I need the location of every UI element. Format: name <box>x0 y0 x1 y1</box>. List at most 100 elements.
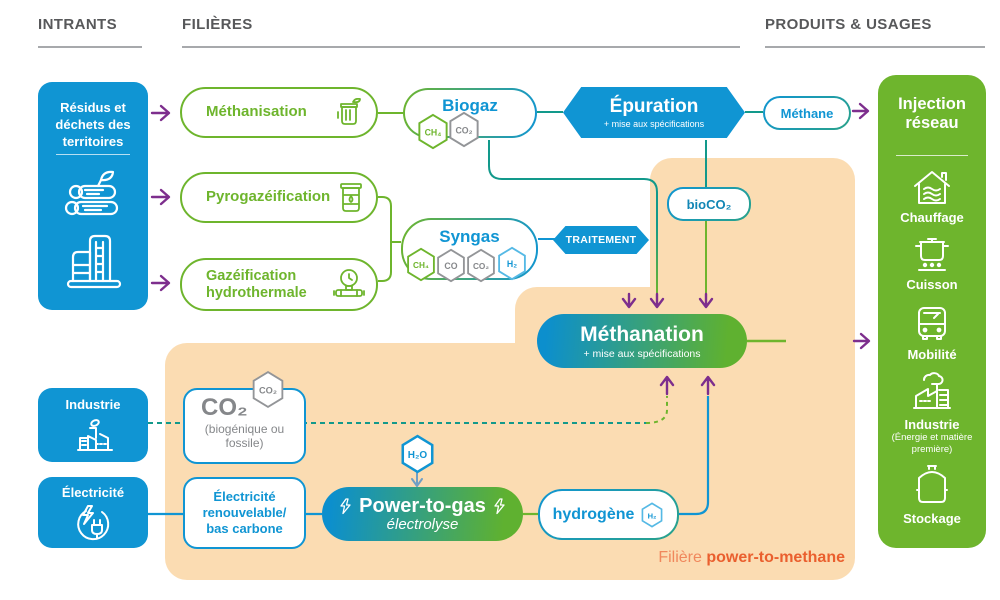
elec-renouvelable-label: Électricité renouvelable/ bas carbone <box>202 488 287 537</box>
usage-mobilite: Mobilité <box>878 304 986 362</box>
lightning-icon <box>494 498 505 515</box>
factory-icon <box>77 419 113 451</box>
industrie-label: Industrie <box>65 397 121 412</box>
industrie-box: Industrie <box>38 388 148 462</box>
svg-text:CH₄: CH₄ <box>413 261 429 270</box>
svg-text:CO₂: CO₂ <box>259 386 277 396</box>
residus-box: Résidus et déchets des territoires <box>38 82 148 310</box>
methanation-label: Méthanation <box>580 322 704 346</box>
usage-industrie-sub: (Énergie et matière première) <box>891 432 973 455</box>
usage-chauffage-label: Chauffage <box>900 210 964 225</box>
methanation-pill: Méthanation + mise aux spécifications <box>537 314 747 368</box>
wood-logs-icon <box>64 170 119 216</box>
pyrogazeification-pill: Pyrogazéification <box>180 172 378 223</box>
usage-stockage: Stockage <box>878 462 986 526</box>
methanation-sub: + mise aux spécifications <box>583 347 701 360</box>
co2-box: CO₂ (biogénique ou fossile) <box>183 388 306 464</box>
power-to-gas-sub: électrolyse <box>386 516 459 533</box>
header-intrants: INTRANTS <box>38 16 118 33</box>
rule-intrants <box>38 46 142 48</box>
power-to-gas-label: Power-to-gas <box>359 495 486 517</box>
svg-text:CO: CO <box>444 261 457 271</box>
header-filieres: FILIÈRES <box>182 16 253 33</box>
storage-tank-icon <box>916 465 948 503</box>
svg-text:H₂O: H₂O <box>408 450 428 461</box>
methane-label: Méthane <box>780 105 834 121</box>
syngas-ch4-hexagon: CH₄ <box>407 247 435 282</box>
elec-renouvelable-box: Électricité renouvelable/ bas carbone <box>183 477 306 549</box>
h2o-hexagon: H₂O <box>401 434 434 474</box>
ch4-hexagon: CH₄ <box>418 113 448 150</box>
cooking-pot-icon <box>915 238 949 271</box>
composter-icon <box>337 98 361 125</box>
svg-text:H₂: H₂ <box>507 259 517 269</box>
injection-divider <box>896 155 968 156</box>
down-arrow-icons <box>621 292 714 309</box>
injection-reseau-title: Injection réseau <box>898 95 966 132</box>
svg-text:CH₄: CH₄ <box>425 127 442 137</box>
line-hydrogene-methanation <box>675 396 710 516</box>
barrel-icon <box>340 183 362 212</box>
factory-cloud-icon <box>913 372 951 409</box>
electricite-label: Électricité <box>61 485 125 500</box>
svg-text:CO₂: CO₂ <box>473 262 489 271</box>
syngas-h2-hexagon: H₂ <box>498 246 526 281</box>
svg-text:CO₂: CO₂ <box>455 125 472 135</box>
usage-cuisson: Cuisson <box>878 234 986 292</box>
up-arrow-icons <box>659 375 716 396</box>
h2-mini-hexagon: H₂ <box>641 501 663 528</box>
traitement-label: TRAITEMENT <box>565 234 637 246</box>
svg-text:H₂: H₂ <box>648 511 657 520</box>
hydrogene-label: hydrogène <box>552 505 635 523</box>
bioco2-pill: bioCO₂ <box>667 187 751 221</box>
epuration-sub: + mise aux spécifications <box>603 119 705 129</box>
residus-label: Résidus et déchets des territoires <box>55 100 131 149</box>
rule-filieres <box>182 46 740 48</box>
silo-icon <box>66 234 122 289</box>
biogaz-label: Biogaz <box>442 96 498 115</box>
usage-cuisson-label: Cuisson <box>906 277 958 292</box>
filiere-bold: power-to-methane <box>706 549 845 566</box>
gazeification-label: Gazéification hydrothermale <box>206 268 307 302</box>
usage-mobilite-label: Mobilité <box>907 347 957 362</box>
h2o-down-arrow-icon <box>411 471 423 487</box>
residus-divider <box>56 154 130 155</box>
line-biogaz-methanation <box>488 140 658 294</box>
syngas-co-hexagon: CO <box>437 248 465 283</box>
epuration-label: Épuration <box>609 96 699 117</box>
house-heating-icon <box>914 171 950 204</box>
bioco2-label: bioCO₂ <box>686 196 732 212</box>
methanisation-label: Méthanisation <box>206 103 307 120</box>
methanisation-pill: Méthanisation <box>180 87 378 138</box>
electric-plug-icon <box>77 505 110 541</box>
rule-produits <box>765 46 985 48</box>
injection-reseau-box: Injection réseau Chauffage Cuisson <box>878 75 986 548</box>
pyrogazeification-label: Pyrogazéification <box>206 188 331 205</box>
usage-chauffage: Chauffage <box>878 167 986 225</box>
traitement-banner: TRAITEMENT <box>553 226 649 254</box>
power-to-gas-pill: Power-to-gas électrolyse <box>322 487 523 541</box>
gauge-icon <box>333 269 365 297</box>
co2-box-sub: (biogénique ou fossile) <box>204 422 285 451</box>
dashed-co2-up <box>645 396 668 424</box>
co2-box-label: CO₂ <box>201 394 248 421</box>
header-produits: PRODUITS & USAGES <box>765 16 932 33</box>
usage-industrie: Industrie (Énergie et matière première) <box>878 370 986 456</box>
filiere-footer-label: Filière power-to-methane <box>500 549 845 567</box>
co2-hexagon: CO₂ <box>449 111 479 148</box>
gazeification-pill: Gazéification hydrothermale <box>180 258 378 311</box>
syngas-label: Syngas <box>439 227 500 246</box>
bus-icon <box>918 307 946 340</box>
line-gazeification-bracket <box>378 196 392 282</box>
hydrogene-pill: hydrogène H₂ <box>538 489 679 540</box>
filiere-word: Filière <box>658 549 702 566</box>
epuration-banner: Épuration + mise aux spécifications <box>563 87 745 138</box>
usage-industrie-label: Industrie <box>904 417 960 432</box>
usage-stockage-label: Stockage <box>903 511 961 526</box>
purple-arrow-icons <box>150 102 871 350</box>
methane-pill: Méthane <box>763 96 851 130</box>
power-to-methane-zone-top <box>650 158 855 298</box>
lightning-icon <box>340 498 351 515</box>
